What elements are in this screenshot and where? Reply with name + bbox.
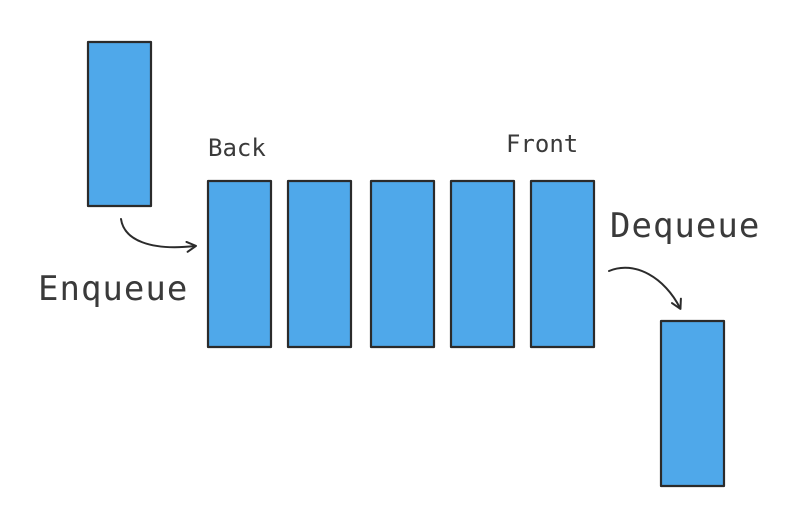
dequeue-label: Dequeue	[610, 206, 760, 246]
outgoing-element	[659, 319, 726, 488]
queue-element-4	[449, 179, 516, 349]
queue-element-5	[529, 179, 596, 349]
queue-element-1	[206, 179, 273, 349]
enqueue-label: Enqueue	[38, 269, 188, 309]
back-label: Back	[208, 134, 266, 162]
queue-element-3	[369, 179, 436, 349]
incoming-element	[86, 40, 153, 208]
front-label: Front	[506, 130, 578, 158]
dequeue-arrow	[608, 266, 682, 310]
queue-element-2	[286, 179, 353, 349]
enqueue-arrow	[120, 218, 197, 253]
